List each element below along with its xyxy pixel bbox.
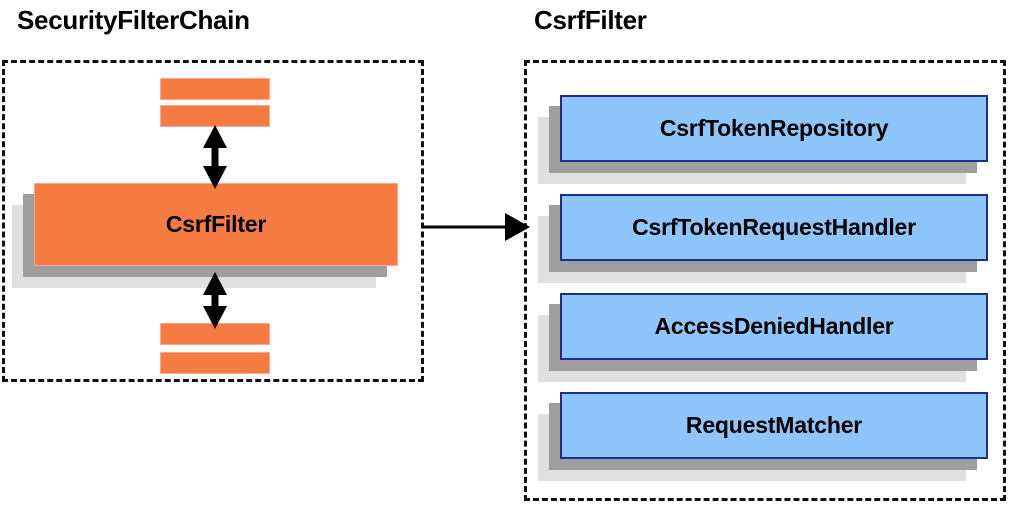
node-access-denied-handler[interactable]: AccessDeniedHandler: [538, 293, 988, 382]
filter-stub-lower-1: [160, 323, 270, 345]
node-csrf-filter-label: CsrfFilter: [34, 183, 398, 266]
panel-csrf-filter: [524, 60, 1006, 501]
node-request-matcher[interactable]: RequestMatcher: [538, 392, 988, 481]
node-csrf-filter[interactable]: CsrfFilter: [12, 183, 398, 288]
filter-stub-upper-1: [160, 78, 270, 100]
panel-title-csrf-filter: CsrfFilter: [534, 5, 647, 35]
panel-title-security-filter-chain: SecurityFilterChain: [17, 5, 250, 35]
connector-expand-link: [423, 213, 530, 241]
node-csrf-token-request-handler-label: CsrfTokenRequestHandler: [560, 194, 988, 261]
node-access-denied-handler-label: AccessDeniedHandler: [560, 293, 988, 360]
node-csrf-token-repository[interactable]: CsrfTokenRepository: [538, 95, 988, 184]
filter-stub-lower-2: [160, 352, 270, 374]
node-csrf-token-request-handler[interactable]: CsrfTokenRequestHandler: [538, 194, 988, 283]
panel-security-filter-chain: [2, 60, 424, 382]
filter-stub-upper-2: [160, 105, 270, 127]
node-request-matcher-label: RequestMatcher: [560, 392, 988, 459]
node-csrf-token-repository-label: CsrfTokenRepository: [560, 95, 988, 162]
